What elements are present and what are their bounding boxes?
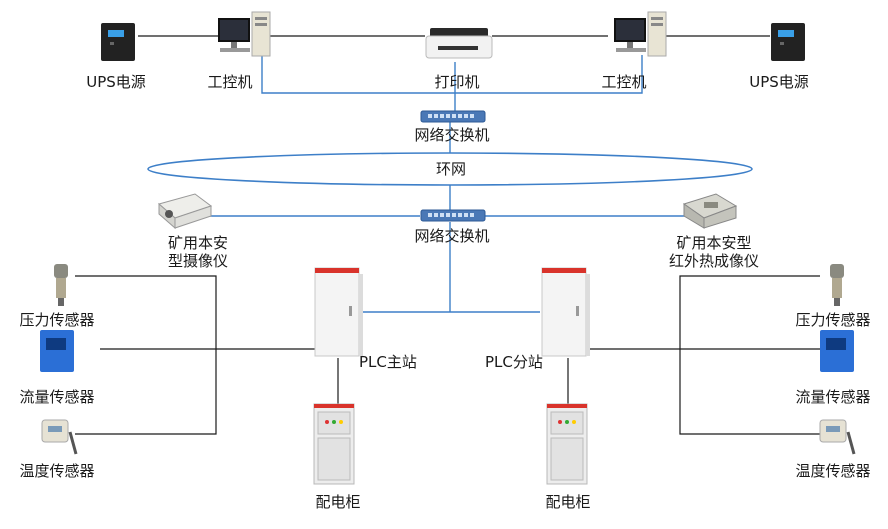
pressure-sensor-icon [54, 264, 68, 306]
camera-right-label-line2: 红外热成像仪 [668, 252, 760, 270]
pressure-sensor-icon [830, 264, 844, 306]
camera-left-label-line2: 型摄像仪 [167, 252, 229, 270]
computer-icon [614, 11, 667, 57]
switch-icon [420, 209, 486, 222]
sensor-left-temperature-label: 温度传感器 [19, 462, 95, 480]
computer-icon [218, 11, 271, 57]
camera-right-label-line1: 矿用本安型 [676, 234, 752, 252]
cabinet-left-label: 配电柜 [315, 493, 361, 511]
distribution-cabinet-icon [546, 403, 588, 485]
plc-cabinet-icon [314, 267, 363, 357]
ups-icon [101, 23, 135, 61]
plc-sub-label: PLC分站 [485, 353, 543, 371]
flow-sensor-icon [40, 330, 74, 372]
camera-icon [157, 193, 213, 230]
ups-icon [771, 23, 805, 61]
sensor-right-flow-label: 流量传感器 [795, 388, 871, 406]
printer-icon [425, 28, 493, 59]
sensor-right-pressure-label: 压力传感器 [795, 311, 871, 329]
flow-sensor-icon [820, 330, 854, 372]
printer-label: 打印机 [434, 73, 480, 91]
ups-left-label: UPS电源 [86, 73, 146, 91]
plc-cabinet-icon [541, 267, 590, 357]
switch-top-label: 网络交换机 [414, 126, 490, 144]
switch-mid-label: 网络交换机 [414, 227, 490, 245]
ipc-right-label: 工控机 [601, 73, 647, 91]
temperature-sensor-icon [819, 419, 856, 455]
sensor-right-temperature-label: 温度传感器 [795, 462, 871, 480]
temperature-sensor-icon [41, 419, 78, 455]
thermal-camera-icon [682, 193, 738, 229]
ipc-left-label: 工控机 [207, 73, 253, 91]
ups-right-label: UPS电源 [749, 73, 809, 91]
plc-main-label: PLC主站 [359, 353, 417, 371]
switch-icon [420, 110, 486, 123]
camera-left-label-line1: 矿用本安 [167, 234, 229, 252]
distribution-cabinet-icon [313, 403, 355, 485]
sensor-left-flow-label: 流量传感器 [19, 388, 95, 406]
cabinet-right-label: 配电柜 [545, 493, 591, 511]
ring-label: 环网 [435, 160, 467, 178]
sensor-left-pressure-label: 压力传感器 [19, 311, 95, 329]
